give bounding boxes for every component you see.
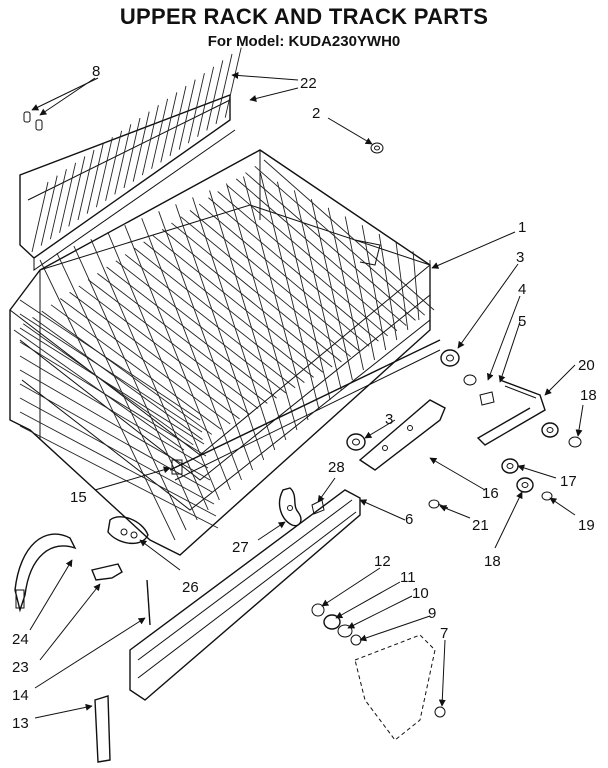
callout-26: 26 (182, 579, 199, 596)
callout-12: 12 (374, 553, 391, 570)
callout-24: 24 (12, 631, 29, 648)
clip-4 (463, 374, 495, 406)
model-subtitle: For Model: KUDA230YWH0 (207, 33, 401, 50)
callout-3-upper: 3 (516, 249, 524, 266)
callout-numbers: 8 22 2 1 3 4 5 20 18 3 17 16 21 19 18 6 … (12, 63, 597, 732)
callout-5: 5 (518, 313, 526, 330)
callout-3-lower: 3 (385, 411, 393, 428)
callout-14: 14 (12, 687, 29, 704)
callout-2: 2 (312, 105, 320, 122)
end-stop-13 (94, 695, 111, 763)
page-title: UPPER RACK AND TRACK PARTS (119, 4, 489, 29)
callout-8: 8 (92, 63, 100, 80)
callout-22: 22 (300, 75, 317, 92)
pin-14 (146, 579, 151, 626)
track-stop-27 (278, 487, 302, 527)
callout-10: 10 (412, 585, 429, 602)
screw-19 (541, 436, 582, 501)
upper-rack-basket (9, 149, 441, 556)
callout-18-lower: 18 (484, 553, 501, 570)
wheel-18 (516, 422, 559, 493)
callout-11: 11 (400, 569, 416, 586)
callout-23: 23 (12, 659, 29, 676)
callout-18-upper: 18 (580, 387, 597, 404)
roller-3-lower (346, 433, 366, 451)
clip-23 (91, 563, 123, 581)
roller-3-upper (440, 349, 460, 367)
clip-15 (171, 459, 183, 475)
tine-row-assembly (19, 47, 242, 271)
track-end-cap-parts (311, 603, 446, 741)
callout-7: 7 (440, 625, 448, 642)
callout-21: 21 (472, 517, 489, 534)
track-6 (129, 489, 361, 701)
wheel-17 (501, 458, 519, 474)
track-bracket-16 (358, 399, 446, 471)
callout-1: 1 (518, 219, 526, 236)
adjuster-5-and-20 (476, 379, 546, 446)
screw-21 (428, 499, 449, 509)
leader-lines (29, 71, 584, 719)
callout-19: 19 (578, 517, 595, 534)
callout-13: 13 (12, 715, 29, 732)
cap-8 (23, 111, 43, 131)
callout-15: 15 (70, 489, 87, 506)
callout-17: 17 (560, 473, 577, 490)
callout-9: 9 (428, 605, 436, 622)
bumper-2 (370, 142, 384, 154)
callout-16: 16 (482, 485, 499, 502)
callout-27: 27 (232, 539, 249, 556)
callout-4: 4 (518, 281, 526, 298)
latch-26 (107, 516, 149, 544)
callout-6: 6 (405, 511, 413, 528)
callout-20: 20 (578, 357, 595, 374)
callout-28: 28 (328, 459, 345, 476)
handle-24 (14, 533, 77, 613)
